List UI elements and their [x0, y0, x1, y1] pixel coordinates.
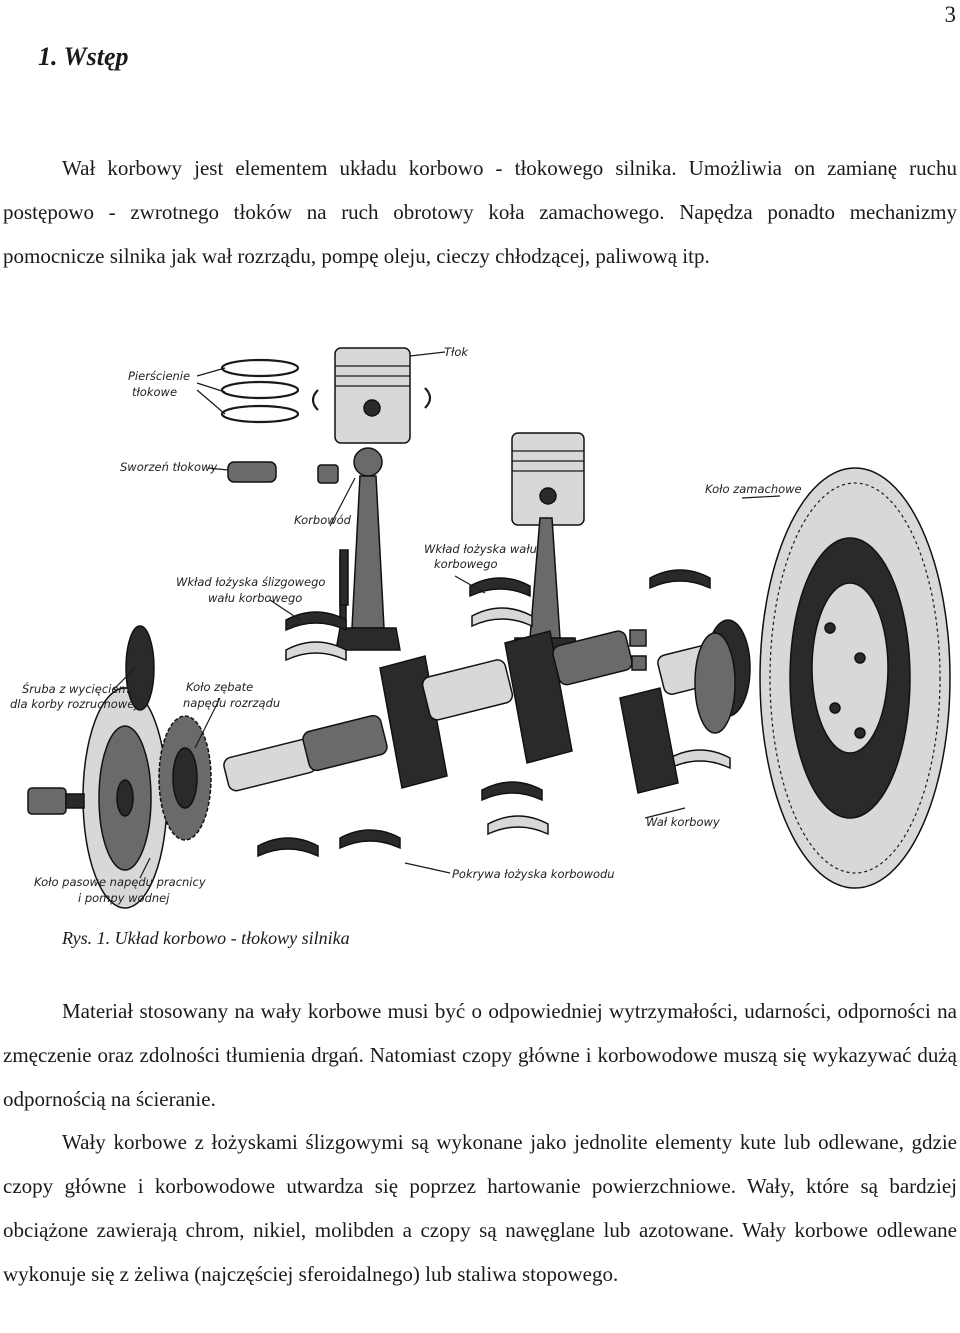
label-piston-rings: tłokowe: [132, 385, 177, 399]
label-timing-gear: napędu rozrządu: [183, 696, 280, 710]
label-pulley: i pompy wodnej: [78, 891, 170, 905]
leader-lines: [112, 351, 781, 879]
label-piston-rings: Pierścienie: [128, 369, 190, 383]
starter-nut: [27, 787, 85, 815]
bolt: [629, 629, 647, 647]
intro-paragraph: Wał korbowy jest elementem układu korbow…: [3, 156, 957, 268]
piston-lower: [511, 432, 585, 526]
label-piston: Tłok: [444, 345, 469, 359]
figure-caption: Rys. 1. Układ korbowo - tłokowy silnika: [62, 928, 350, 948]
label-flywheel: Koło zamachowe: [705, 482, 802, 496]
crank-pulley: [82, 687, 168, 909]
bolt: [339, 549, 349, 606]
page-number: 3: [944, 2, 957, 27]
flywheel: [759, 467, 951, 889]
piston-pin: [227, 461, 277, 483]
label-bearing-cap: Pokrywa łożyska korbowodu: [452, 867, 615, 881]
label-main-bearing: wału korbowego: [208, 591, 302, 605]
thrust-washer: [125, 625, 155, 711]
crankshaft-assembly-figure: Tłok Pierścienie tłokowe Sworzeń tłokowy…: [10, 345, 951, 909]
label-piston-pin: Sworzeń tłokowy: [120, 460, 217, 474]
label-timing-gear: Koło zębate: [186, 680, 253, 694]
label-conrod-bearing: korbowego: [434, 557, 498, 571]
manufacturing-paragraph: Wały korbowe z łożyskami ślizgowymi są w…: [3, 1130, 957, 1286]
material-paragraph: Materiał stosowany na wały korbowe musi …: [3, 999, 957, 1111]
timing-gear: [158, 715, 212, 841]
rear-washer: [694, 632, 736, 734]
piston-upper: [311, 347, 432, 444]
piston-rings: [220, 358, 300, 424]
section-heading: 1. Wstęp: [38, 42, 129, 71]
label-pulley: Koło pasowe napędu pracnicy: [34, 875, 206, 889]
label-crankshaft: Wał korbowy: [646, 815, 720, 829]
label-main-bearing: Wkład łożyska ślizgowego: [176, 575, 325, 589]
connecting-rod-left: [335, 447, 401, 651]
label-starter-nut: dla korby rozruchowej: [10, 697, 138, 711]
bearing-shells: [257, 569, 731, 858]
pin-bushing: [317, 464, 339, 484]
label-conrod-bearing: Wkład łożyska wału: [424, 542, 537, 556]
label-connecting-rod: Korbowód: [294, 513, 352, 527]
label-starter-nut: Śruba z wycięciem: [22, 681, 130, 696]
bolt: [631, 655, 647, 671]
